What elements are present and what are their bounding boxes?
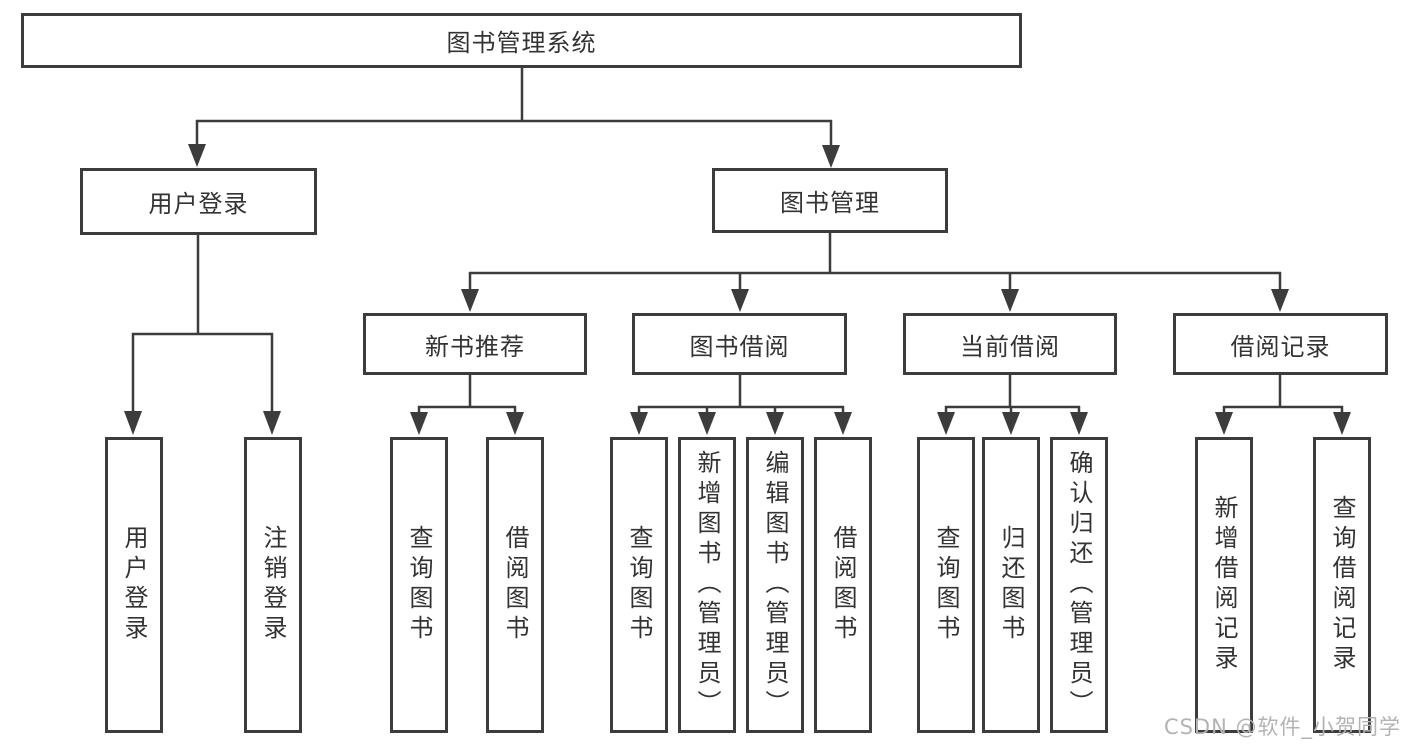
leaf-return-books: 归还图书 xyxy=(982,437,1040,733)
leaf-query-books-borrow: 查询图书 xyxy=(610,437,668,733)
node-borrowing-records: 借阅记录 xyxy=(1173,313,1388,375)
node-current-borrowing: 当前借阅 xyxy=(903,313,1117,375)
node-book-borrowing: 图书借阅 xyxy=(632,313,847,375)
leaf-borrow-books-recommend: 借阅图书 xyxy=(486,437,544,733)
leaf-query-borrow-record: 查询借阅记录 xyxy=(1313,437,1371,733)
current-borrow-children-connectors xyxy=(937,375,1088,435)
node-book-management: 图书管理 xyxy=(712,168,948,233)
node-user-login: 用户登录 xyxy=(80,168,317,235)
leaf-add-books-admin: 新增图书（管理员） xyxy=(678,437,736,733)
leaf-borrow-books: 借阅图书 xyxy=(814,437,872,733)
book-management-branch-connectors xyxy=(461,233,1289,312)
leaf-query-books-current: 查询图书 xyxy=(917,437,975,733)
node-label: 图书借阅 xyxy=(689,332,790,361)
node-label: 新书推荐 xyxy=(425,332,525,361)
node-label: 用户登录 xyxy=(148,190,249,218)
node-label: 图书管理系统 xyxy=(446,29,597,57)
borrow-records-children-connectors xyxy=(1215,375,1351,435)
leaf-user-login: 用户登录 xyxy=(105,437,163,733)
node-label: 当前借阅 xyxy=(960,332,1060,361)
leaf-edit-books-admin: 编辑图书（管理员） xyxy=(746,437,804,733)
leaf-add-borrow-record: 新增借阅记录 xyxy=(1195,437,1253,733)
node-new-book-recommendation: 新书推荐 xyxy=(363,313,587,375)
leaf-query-books-recommend: 查询图书 xyxy=(390,437,448,733)
new-book-children-connectors xyxy=(410,375,524,435)
node-label: 图书管理 xyxy=(780,189,880,217)
leaf-confirm-return-admin: 确认归还（管理员） xyxy=(1050,437,1108,733)
csdn-watermark: CSDN @软件_小贺同学 xyxy=(1163,715,1401,739)
node-library-management-system: 图书管理系统 xyxy=(21,13,1022,68)
leaf-logout-login: 注销登录 xyxy=(244,437,302,733)
node-label: 借阅记录 xyxy=(1230,332,1331,361)
root-connectors xyxy=(188,68,840,168)
user-login-branch-connectors xyxy=(124,235,281,435)
book-borrow-children-connectors xyxy=(630,375,852,435)
